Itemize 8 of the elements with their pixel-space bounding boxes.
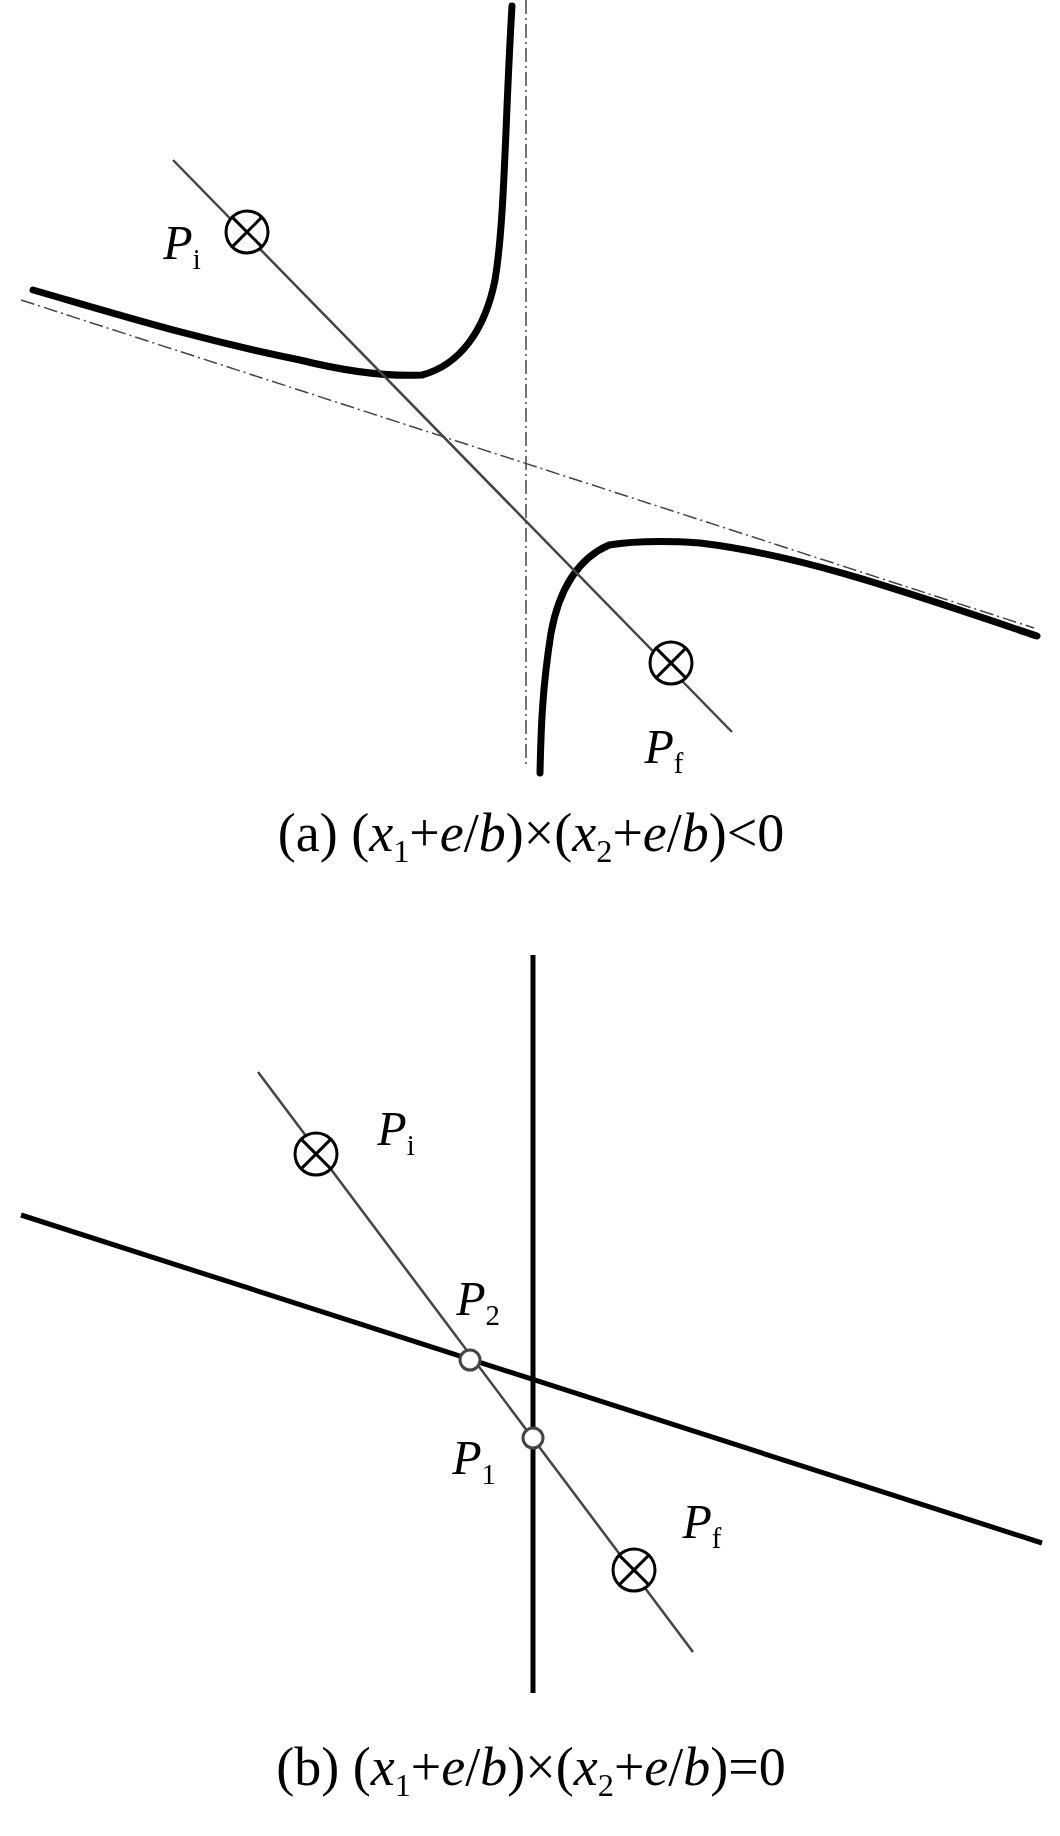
point-label: P$_{i}$ xyxy=(377,1104,415,1160)
point-label: P$_{i}$ xyxy=(163,218,201,274)
caption: (b) (x$_{1}$+e/b)×(x$_{2}$+e/b)=0 xyxy=(276,1740,786,1802)
point-label: P$_{2}$ xyxy=(456,1274,500,1330)
point-label: P$_{f}$ xyxy=(644,722,684,778)
caption: (a) (x$_{1}$+e/b)×(x$_{2}$+e/b)<0 xyxy=(277,806,785,868)
point-label: P$_{f}$ xyxy=(682,1497,722,1553)
point-label: P$_{1}$ xyxy=(452,1433,496,1489)
